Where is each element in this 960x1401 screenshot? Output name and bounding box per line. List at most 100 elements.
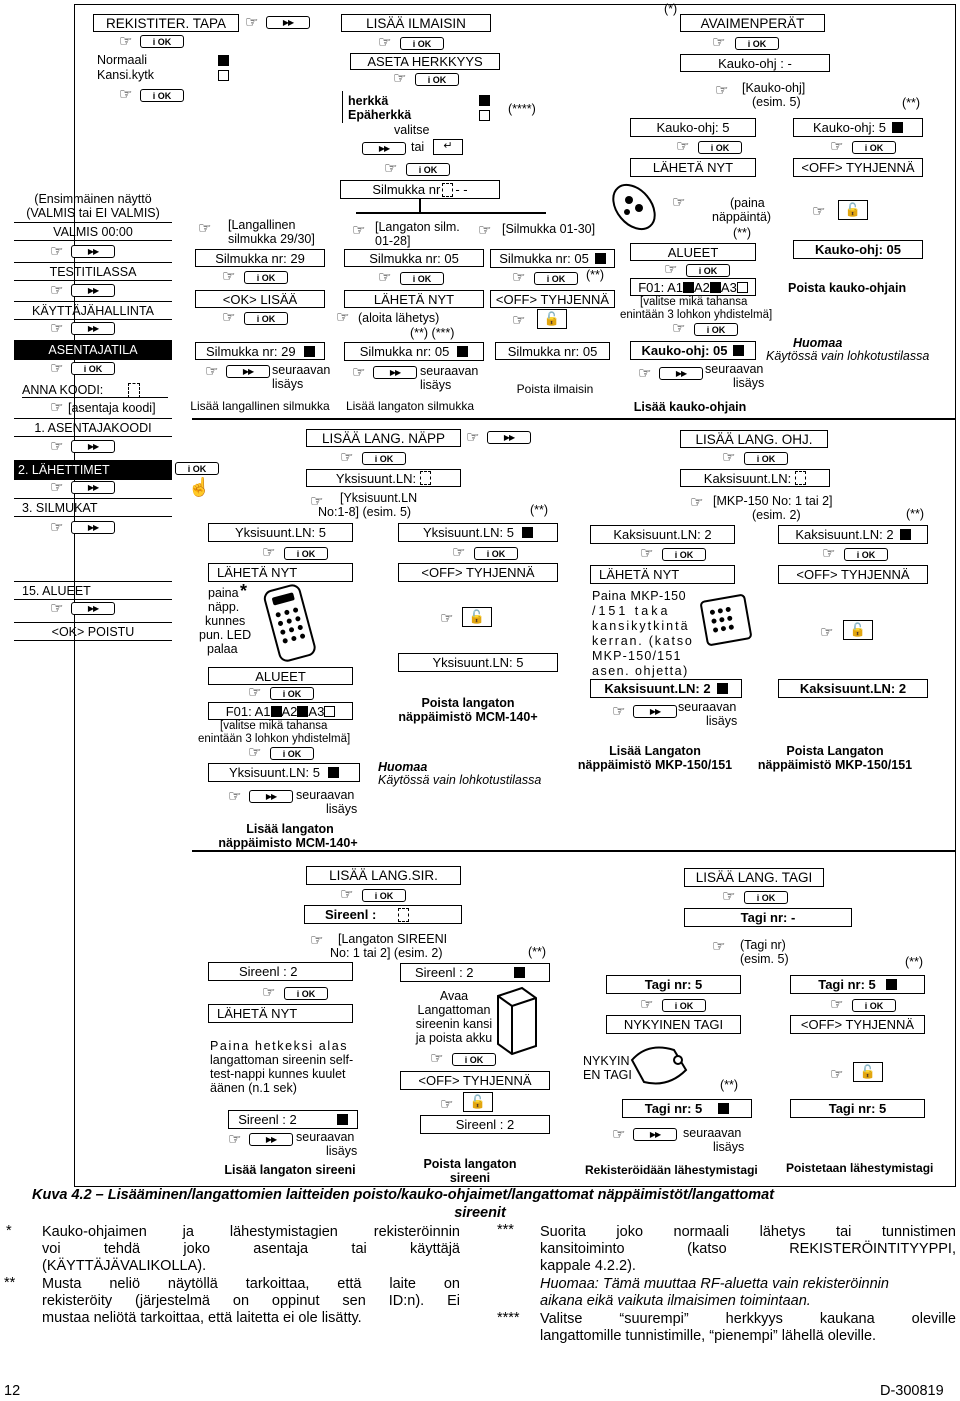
back-arrow-icon[interactable]: ↵ <box>433 139 463 155</box>
next-button[interactable]: ▶▶ <box>226 365 270 378</box>
ok-button[interactable]: i OK <box>362 889 406 902</box>
next-button[interactable]: ▶▶ <box>71 245 115 258</box>
ok-button[interactable]: i OK <box>662 548 706 561</box>
ok-button[interactable]: i OK <box>852 141 896 154</box>
add-keypad-title: LISÄÄ LANG. NÄPP <box>306 429 461 447</box>
add-remote-keypad-title: LISÄÄ LANG. OHJ. <box>680 430 828 448</box>
ok-button[interactable]: i OK <box>244 271 288 284</box>
twoway-instruction: kerran. (katso <box>592 634 694 648</box>
area-f01-label: F01: A1 <box>225 703 271 719</box>
first-screen-note: (Ensimmäinen näyttö <box>34 192 152 206</box>
next-button[interactable]: ▶▶ <box>249 790 293 803</box>
ok-button[interactable]: i OK <box>140 35 184 48</box>
ok-button[interactable]: i OK <box>744 452 788 465</box>
current-tag-display: NYKYINEN TAGI <box>606 1015 741 1034</box>
press-button-note: (paina <box>730 196 765 210</box>
pointing-hand-icon: ☞ <box>340 886 354 903</box>
next-button[interactable]: ▶▶ <box>633 1128 677 1141</box>
pointing-hand-icon: ☞ <box>440 1096 454 1113</box>
siren-remove-instruction: Avaa <box>439 989 469 1003</box>
wireless-zone-display: Silmukka nr: 05 <box>344 249 484 267</box>
unlock-icon[interactable]: 🔓 <box>463 1092 493 1112</box>
ok-button[interactable]: i OK <box>362 452 406 465</box>
twoway-2-added-label: Kaksisuunt.LN: 2 <box>604 681 711 696</box>
wired-zone-note: silmukka 29/30] <box>228 232 315 246</box>
pointing-hand-icon: ☞ <box>830 138 844 155</box>
registered-square <box>328 767 340 778</box>
siren-2-cleared-display: Sireenl : 2 <box>420 1115 550 1134</box>
ok-button[interactable]: i OK <box>662 999 706 1012</box>
next-button[interactable]: ▶▶ <box>266 16 310 29</box>
next-button[interactable]: ▶▶ <box>487 431 531 444</box>
ok-button[interactable]: i OK <box>71 362 115 375</box>
ok-button[interactable]: i OK <box>270 687 314 700</box>
ok-button[interactable]: i OK <box>400 272 444 285</box>
pointing-hand-icon: ☞ <box>820 624 834 641</box>
separator-line <box>192 850 956 852</box>
menu-valmis: VALMIS 00:00 <box>14 222 172 241</box>
ok-button[interactable]: i OK <box>694 323 738 336</box>
next-button[interactable]: ▶▶ <box>71 481 115 494</box>
next-add-label: lisäys <box>326 802 358 816</box>
ok-button[interactable]: i OK <box>284 987 328 1000</box>
ok-button[interactable]: i OK <box>452 1053 496 1066</box>
siren-2-added-display: Sireenl : 2 <box>228 1110 358 1129</box>
next-button[interactable]: ▶▶ <box>362 142 406 155</box>
ok-button[interactable]: i OK <box>400 37 444 50</box>
unlock-icon[interactable]: 🔓 <box>838 200 868 220</box>
twoway-number-label: Kaksisuunt.LN: <box>703 470 792 486</box>
twoway-2-registered-display: Kaksisuunt.LN: 2 <box>778 525 928 544</box>
area-a3-label: A3 <box>720 279 737 295</box>
ok-button[interactable]: i OK <box>686 264 730 277</box>
remote-send-display: LÄHETÄ NYT <box>630 158 756 177</box>
ok-button[interactable]: i OK <box>140 89 184 102</box>
next-button[interactable]: ▶▶ <box>71 440 115 453</box>
unlock-icon[interactable]: 🔓 <box>462 607 492 627</box>
ok-button[interactable]: i OK <box>415 73 459 86</box>
next-button[interactable]: ▶▶ <box>71 322 115 335</box>
stars-label: (**) <box>905 955 924 969</box>
pointing-hand-icon: ☞ <box>672 320 686 337</box>
menu-asentajakoodi: 1. ASENTAJAKOODI <box>14 418 172 437</box>
unlock-icon[interactable]: 🔓 <box>537 309 567 329</box>
ok-button[interactable]: i OK <box>284 547 328 560</box>
ok-button[interactable]: i OK <box>735 37 779 50</box>
unlock-icon[interactable]: 🔓 <box>853 1062 883 1082</box>
ok-button[interactable]: i OK <box>474 547 518 560</box>
next-add-label: seuraavan <box>420 364 479 378</box>
unlock-icon[interactable]: 🔓 <box>843 620 873 640</box>
next-button[interactable]: ▶▶ <box>71 521 115 534</box>
next-button[interactable]: ▶▶ <box>71 284 115 297</box>
ok-button[interactable]: i OK <box>844 548 888 561</box>
tag-5-registered-label: Tagi nr: 5 <box>818 977 876 992</box>
siren-remove-instruction: ja poista akku <box>415 1031 493 1045</box>
twoway-instruction: Paina MKP-150 <box>592 589 687 603</box>
pointing-hand-icon: ☞ <box>672 194 686 211</box>
footnote-text: Huomaa: Tämä muuttaa RF-aluetta vain rek… <box>540 1276 889 1292</box>
ok-button[interactable]: i OK <box>534 272 578 285</box>
pointing-hand-icon: ☞ <box>198 220 212 237</box>
ok-button[interactable]: i OK <box>852 999 896 1012</box>
next-button[interactable]: ▶▶ <box>659 367 703 380</box>
next-button[interactable]: ▶▶ <box>249 1133 293 1146</box>
ok-button[interactable]: i OK <box>406 163 450 176</box>
note-title: Huomaa <box>378 760 428 774</box>
pointing-hand-icon: ☞ <box>612 1126 626 1143</box>
ok-button[interactable]: i OK <box>244 312 288 325</box>
normal-option: Normaali <box>97 53 148 67</box>
next-button[interactable]: ▶▶ <box>71 602 115 615</box>
pointing-hand-icon: ☞ <box>812 203 826 220</box>
next-button[interactable]: ▶▶ <box>373 366 417 379</box>
remote-caption: Lisää kauko-ohjain <box>633 400 747 414</box>
ok-button[interactable]: i OK <box>175 462 219 475</box>
ok-button[interactable]: i OK <box>744 891 788 904</box>
next-button[interactable]: ▶▶ <box>633 705 677 718</box>
send-now-display: LÄHETÄ NYT <box>344 290 484 308</box>
pointing-hand-icon: ☞ <box>690 494 704 511</box>
stars-label: (**) (***) <box>410 326 455 340</box>
ok-button[interactable]: i OK <box>270 747 314 760</box>
area-select-note: enintään 3 lohkon yhdistelmä] <box>620 309 773 321</box>
ok-button[interactable]: i OK <box>698 141 742 154</box>
pointing-hand-icon: ☞ <box>640 996 654 1013</box>
